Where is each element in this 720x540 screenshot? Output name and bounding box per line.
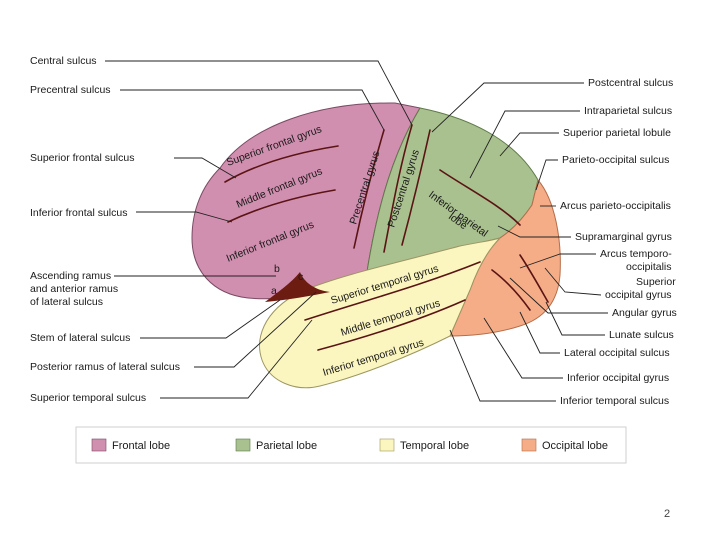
- leader-superior-parietal-lobule: [499, 132, 559, 157]
- lateral-occipital-sulcus-line: [491, 269, 531, 311]
- postcentral-sulcus-line: [401, 129, 431, 246]
- legend-swatch-occipital: [521, 438, 537, 452]
- precentral-sulcus-line: [353, 129, 385, 249]
- leader-superior-frontal-sulcus: [174, 157, 237, 179]
- superior-parietal-lobule-label: Superior parietal lobule: [563, 127, 671, 139]
- ramus-letter-c: c: [298, 271, 303, 283]
- legend-label-occipital: Occipital lobe: [542, 440, 608, 452]
- leader-stem-lateral-sulcus: [140, 299, 281, 339]
- central-sulcus-label: Central sulcus: [30, 55, 97, 67]
- lunate-sulcus-label: Lunate sulcus: [609, 329, 674, 341]
- leader-lateral-occipital-sulcus: [519, 311, 560, 354]
- leader-intraparietal-sulcus: [469, 110, 580, 179]
- legend-swatch-temporal: [379, 438, 395, 452]
- angular-gyrus-label: Angular gyrus: [612, 307, 677, 319]
- superior-frontal-sulcus-label: Superior frontal sulcus: [30, 152, 134, 164]
- leader-inferior-temporal-sulcus: [449, 329, 556, 402]
- arcus-parieto-occipitalis-label: Arcus parieto-occipitalis: [560, 200, 671, 212]
- inferior-temporal-sulcus-label: Inferior temporal sulcus: [560, 395, 669, 407]
- inferior-occipital-gyrus-label: Inferior occipital gyrus: [567, 372, 669, 384]
- occipital-lobe: [449, 178, 561, 337]
- posterior-ramus-label: Posterior ramus of lateral sulcus: [30, 361, 180, 373]
- leader-lunate-sulcus: [545, 301, 605, 336]
- leader-central-sulcus: [105, 60, 413, 126]
- leader-posterior-ramus: [194, 291, 317, 368]
- legend-item-frontal: Frontal lobe: [91, 438, 170, 452]
- ascending-ramus-label-2: and anterior ramus: [30, 283, 118, 295]
- inferior-frontal-sulcus-label: Inferior frontal sulcus: [30, 207, 127, 219]
- inferior-temporal-sulcus-line: [317, 299, 466, 351]
- postcentral-sulcus-label: Postcentral sulcus: [588, 77, 673, 89]
- leader-superior-temporal-sulcus: [160, 319, 313, 399]
- ramus-letter-b: b: [274, 263, 280, 275]
- lunate-sulcus-line: [519, 254, 549, 303]
- legend-item-parietal: Parietal lobe: [235, 438, 317, 452]
- leader-postcentral-sulcus: [431, 82, 584, 133]
- legend-label-parietal: Parietal lobe: [256, 440, 317, 452]
- parieto-occipital-sulcus-label: Parieto-occipital sulcus: [562, 154, 669, 166]
- leader-inferior-frontal-sulcus: [136, 211, 233, 223]
- legend-item-temporal: Temporal lobe: [379, 438, 469, 452]
- leader-inferior-occipital-gyrus: [483, 317, 563, 379]
- page-number: 2: [664, 508, 671, 520]
- arcus-temporo-label-2: occipitalis: [626, 261, 672, 273]
- inferior-frontal-sulcus-line: [227, 189, 336, 223]
- stem-lateral-sulcus-label: Stem of lateral sulcus: [30, 332, 130, 344]
- arcus-temporo-label-1: Arcus temporo-: [600, 248, 672, 260]
- superior-frontal-sulcus-line: [224, 145, 339, 183]
- superior-occipital-label-2: occipital gyrus: [605, 289, 672, 301]
- central-sulcus-line: [383, 124, 413, 253]
- supramarginal-gyrus-label: Supramarginal gyrus: [575, 231, 672, 243]
- ramus-letter-a: a: [271, 285, 277, 297]
- leader-precentral-sulcus: [120, 89, 385, 131]
- legend-label-frontal: Frontal lobe: [112, 440, 170, 452]
- legend-item-occipital: Occipital lobe: [521, 438, 608, 452]
- leader-superior-occipital: [544, 267, 602, 296]
- superior-occipital-label-1: Superior: [636, 276, 676, 288]
- precentral-sulcus-label: Precentral sulcus: [30, 84, 111, 96]
- ascending-ramus-label-3: of lateral sulcus: [30, 296, 103, 308]
- ascending-ramus-label-1: Ascending ramus: [30, 270, 111, 282]
- leader-arcus-temporo: [519, 253, 596, 269]
- leader-angular-gyrus: [509, 277, 608, 314]
- leader-parieto-occipital-sulcus: [535, 159, 558, 191]
- legend-swatch-frontal: [91, 438, 107, 452]
- legend-label-temporal: Temporal lobe: [400, 440, 469, 452]
- superior-temporal-sulcus-label: Superior temporal sulcus: [30, 392, 146, 404]
- legend-swatch-parietal: [235, 438, 251, 452]
- lateral-occipital-sulcus-label: Lateral occipital sulcus: [564, 347, 670, 359]
- intraparietal-sulcus-line: [439, 169, 521, 226]
- intraparietal-sulcus-label: Intraparietal sulcus: [584, 105, 672, 117]
- superior-temporal-sulcus-line: [304, 261, 481, 321]
- leader-supramarginal-gyrus: [497, 225, 571, 238]
